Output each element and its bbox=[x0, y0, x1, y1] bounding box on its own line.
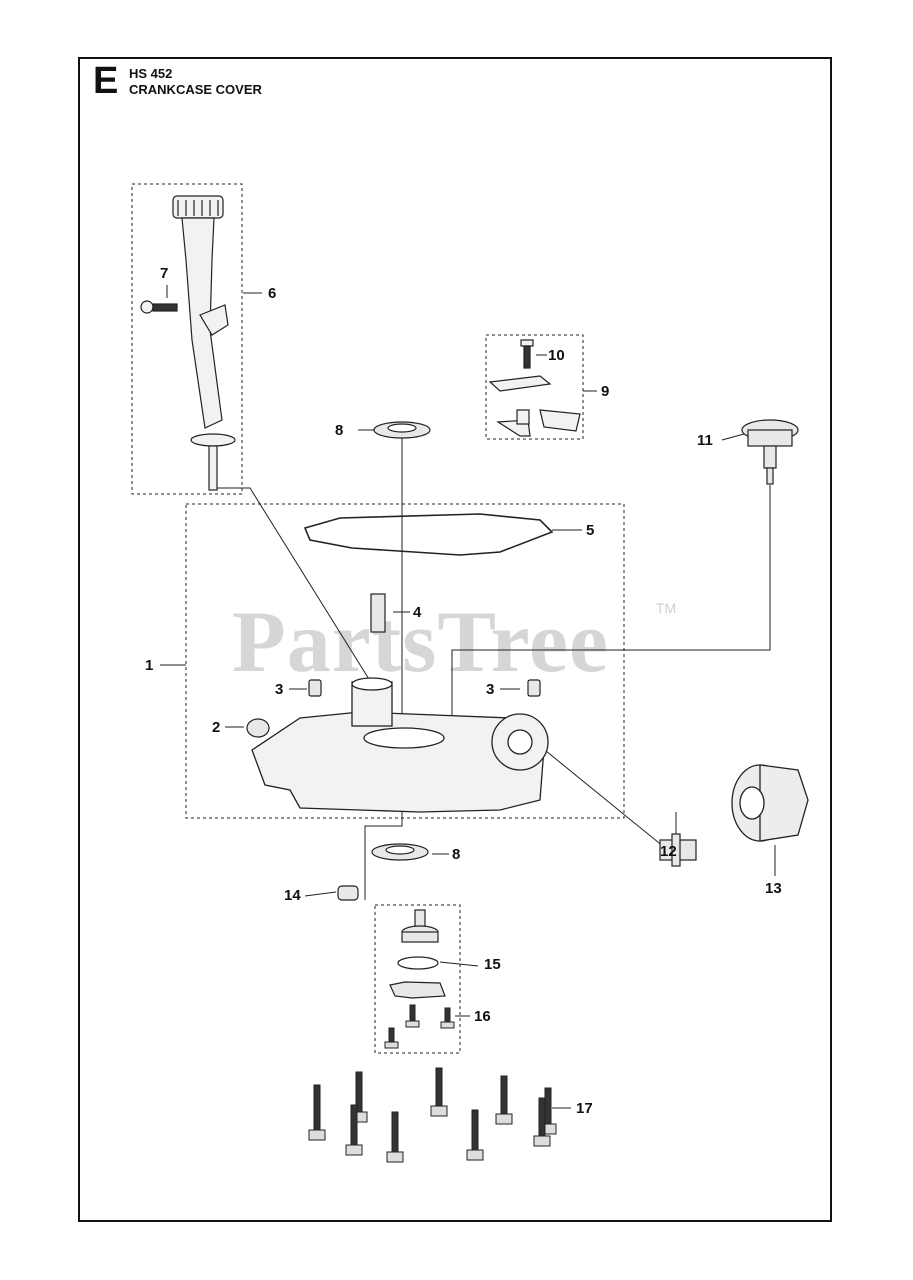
part-4 bbox=[370, 593, 386, 633]
group-box-15 bbox=[374, 904, 461, 1054]
oil-filler-tube bbox=[172, 195, 236, 491]
bolt-7 bbox=[140, 300, 178, 314]
diagram-frame bbox=[78, 57, 832, 1222]
governor-gear-11 bbox=[741, 419, 799, 485]
callout-3-left: 3 bbox=[275, 681, 284, 698]
filter-nipple-12 bbox=[659, 833, 697, 867]
callout-13: 13 bbox=[765, 880, 782, 897]
callout-11: 11 bbox=[697, 432, 713, 449]
dowel-pins bbox=[308, 679, 541, 697]
callout-15: 15 bbox=[484, 956, 501, 973]
callout-1: 1 bbox=[145, 657, 154, 674]
crankcase-cover-1 bbox=[251, 677, 549, 813]
bolt-10-bracket-9 bbox=[488, 339, 581, 437]
callout-8-top: 8 bbox=[335, 422, 344, 439]
callout-5: 5 bbox=[586, 522, 595, 539]
watermark-tm: TM bbox=[656, 600, 677, 616]
screws-16 bbox=[384, 1004, 455, 1049]
oil-seal-bottom bbox=[371, 843, 429, 861]
part-14 bbox=[337, 885, 359, 901]
model-name: HS 452 bbox=[129, 66, 173, 81]
oil-seal-top bbox=[373, 421, 431, 439]
pump-15 bbox=[389, 909, 446, 999]
callout-12: 12 bbox=[660, 843, 677, 860]
callout-17: 17 bbox=[576, 1100, 593, 1117]
callout-7: 7 bbox=[160, 265, 169, 282]
callout-14: 14 bbox=[284, 887, 301, 904]
plug-2 bbox=[246, 718, 270, 738]
callout-16: 16 bbox=[474, 1008, 491, 1025]
section-letter: E bbox=[93, 60, 119, 102]
oil-filter-13 bbox=[731, 764, 809, 842]
callout-8-bottom: 8 bbox=[452, 846, 461, 863]
callout-4: 4 bbox=[413, 604, 422, 621]
callout-2: 2 bbox=[212, 719, 221, 736]
callout-6: 6 bbox=[268, 285, 277, 302]
group-box-9 bbox=[485, 334, 584, 440]
group-box-1 bbox=[185, 503, 625, 819]
callout-9: 9 bbox=[601, 383, 610, 400]
gasket-5 bbox=[303, 513, 554, 556]
group-box-6 bbox=[131, 183, 243, 495]
bolts-17 bbox=[308, 1067, 557, 1163]
callout-10: 10 bbox=[548, 347, 565, 364]
callout-3-right: 3 bbox=[486, 681, 495, 698]
watermark: PartsTree bbox=[232, 594, 610, 691]
section-title: CRANKCASE COVER bbox=[129, 82, 262, 97]
